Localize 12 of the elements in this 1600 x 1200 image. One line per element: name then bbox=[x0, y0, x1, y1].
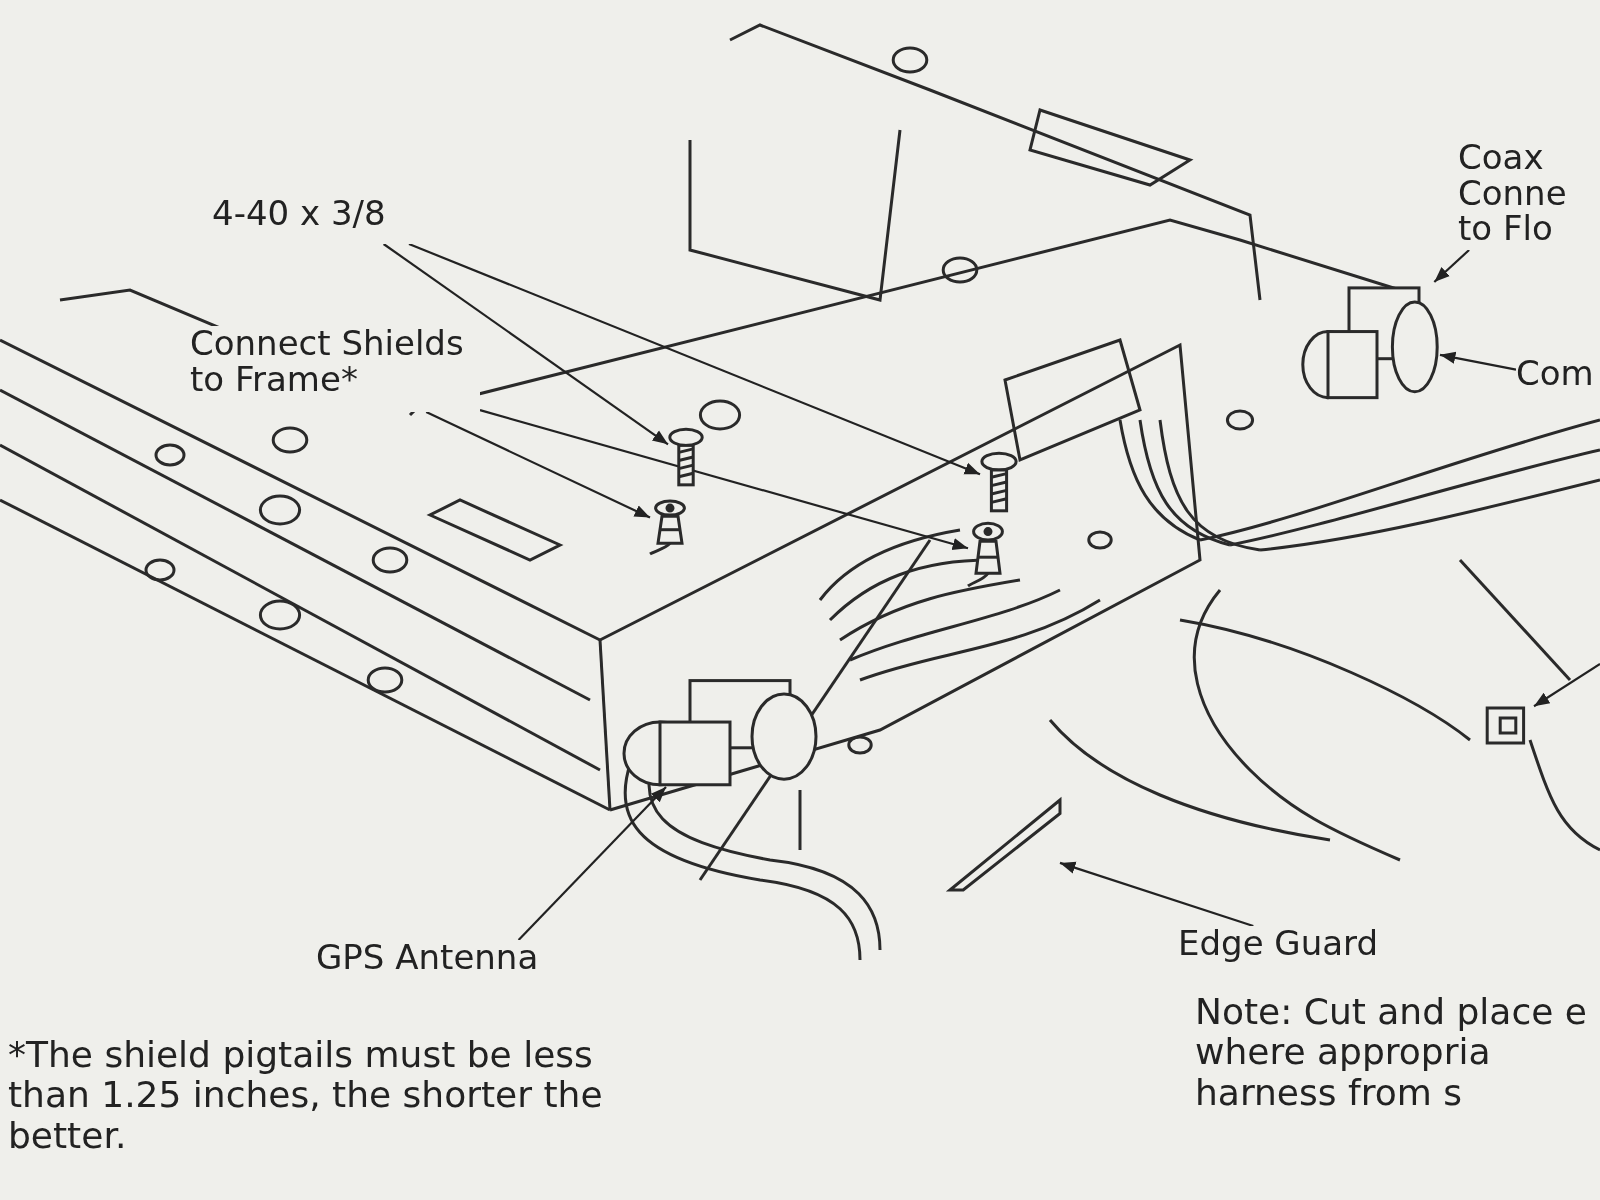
leader-line bbox=[1059, 861, 1254, 928]
leader-line bbox=[1439, 351, 1517, 371]
leader-line bbox=[479, 409, 969, 551]
footnote-text: *The shield pigtails must be less than 1.25 inches, the shorter the better. bbox=[8, 1035, 604, 1156]
callout-label: Connect Shields to Frame* bbox=[190, 326, 480, 412]
leader-line bbox=[1533, 663, 1600, 708]
note-text: Note: Cut and place e where appropria harness from s bbox=[1195, 992, 1588, 1113]
leader-line bbox=[1433, 249, 1470, 283]
leader-line bbox=[425, 411, 651, 519]
leader-line bbox=[382, 243, 669, 446]
leader-line bbox=[408, 242, 981, 476]
leader-line bbox=[517, 786, 667, 941]
